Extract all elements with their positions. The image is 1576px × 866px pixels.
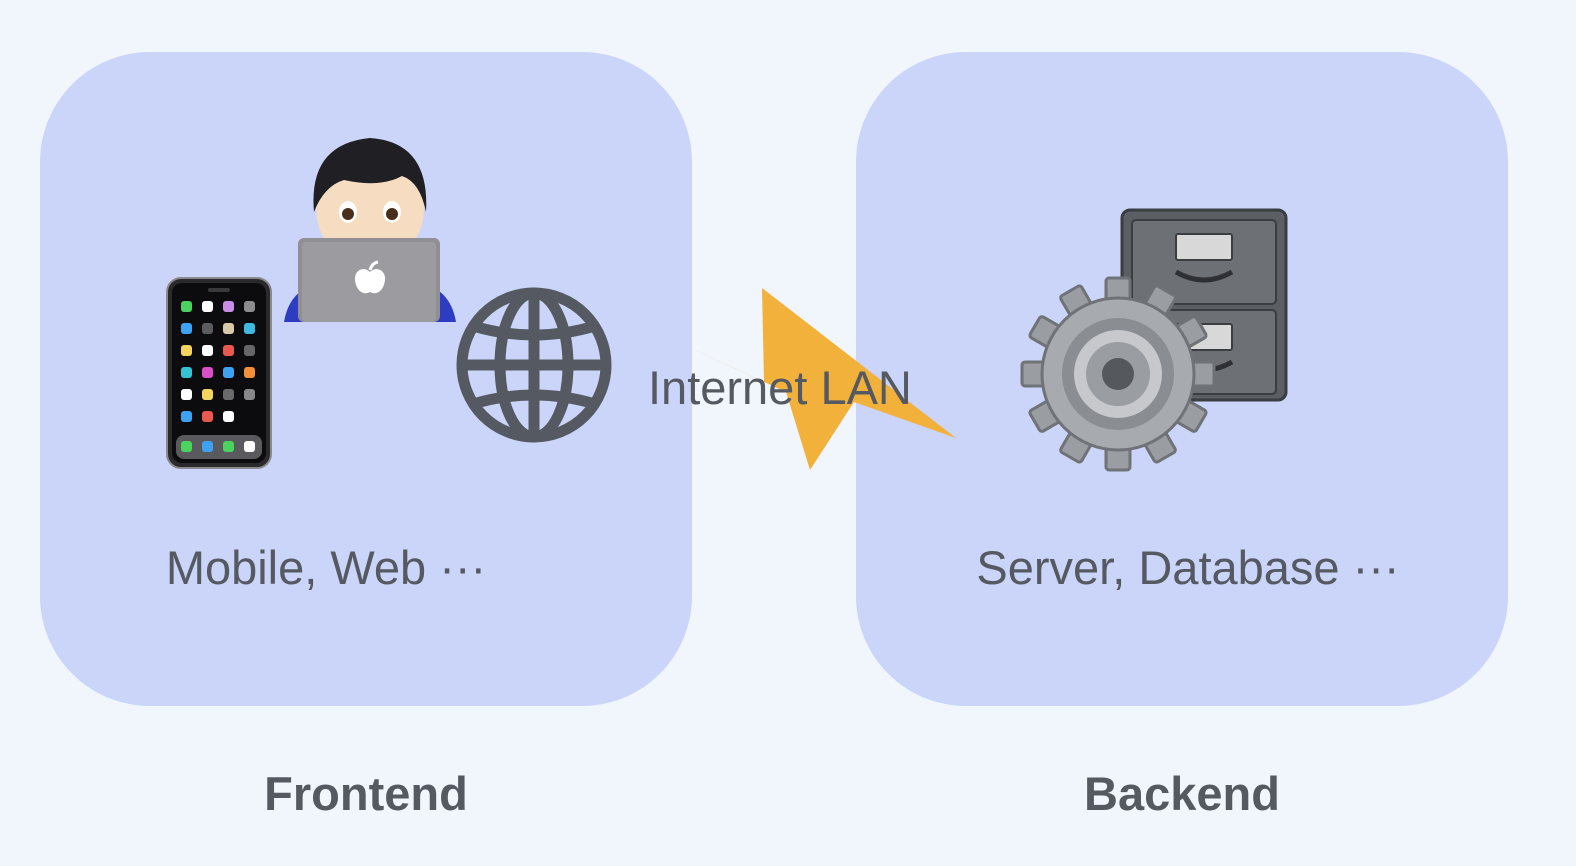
gear-icon (1020, 276, 1216, 472)
frontend-caption: Mobile, Web ··· (165, 541, 487, 594)
backend-caption: Server, Database ··· (976, 541, 1400, 594)
backend-title: Backend (1084, 767, 1280, 820)
lightning-bolt-icon (608, 288, 956, 470)
phone-icon (166, 277, 272, 469)
frontend-title: Frontend (264, 767, 468, 820)
backend-panel: Server, Database ··· (856, 52, 1508, 706)
globe-icon (456, 287, 612, 443)
connection-label: Internet LAN (648, 361, 912, 414)
person-with-laptop-icon (284, 138, 456, 322)
